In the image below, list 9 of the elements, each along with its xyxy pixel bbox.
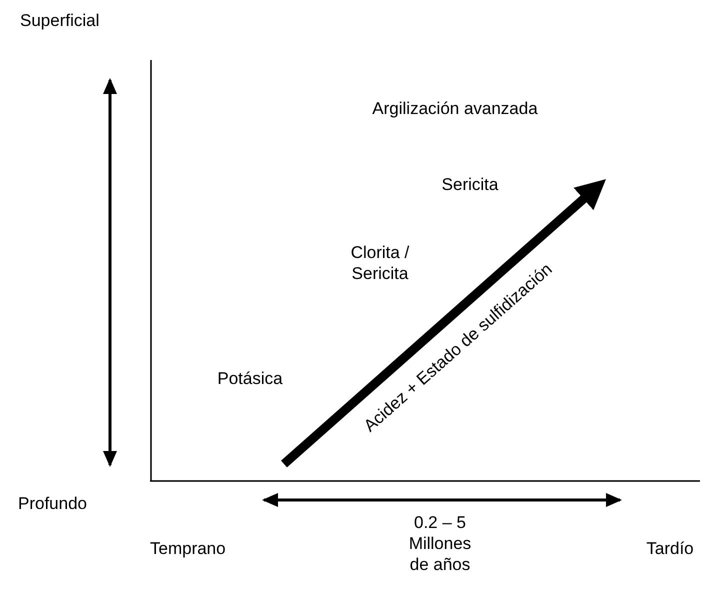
axis-label: Potásica: [216, 368, 284, 389]
axis-label: Tardío: [645, 538, 695, 559]
axis-label: Superficial: [20, 10, 100, 31]
axis-label: Clorita / Sericita: [350, 242, 410, 284]
axis-label: Temprano: [150, 538, 227, 559]
axis-label: Profundo: [18, 493, 88, 514]
axis-label: 0.2 – 5 Millones de años: [408, 512, 472, 575]
axis-label: Sericita: [440, 174, 500, 195]
axis-label: Argilización avanzada: [371, 98, 539, 119]
